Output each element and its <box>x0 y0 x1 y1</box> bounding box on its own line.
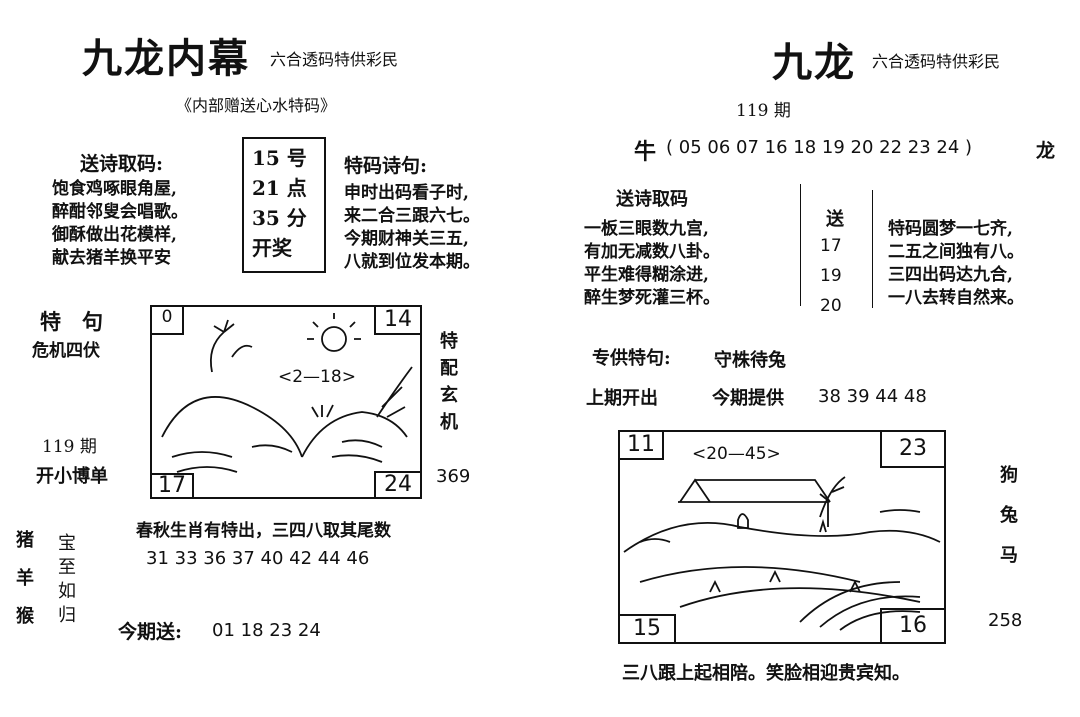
poem-line: 醉生梦死灌三杯。 <box>584 288 720 308</box>
right-provide-numbers: 38 39 44 48 <box>818 386 927 407</box>
right-poem-label: 送诗取码 <box>616 189 688 210</box>
right-niu: 牛 <box>634 139 657 165</box>
right-title: 九龙 <box>772 39 856 86</box>
left-today-numbers: 01 18 23 24 <box>212 620 321 641</box>
right-pic-corner-br: 16 <box>880 608 944 642</box>
send-number: 17 <box>820 236 842 256</box>
zodiac-item: 猪 <box>16 530 34 551</box>
left-numbers: 31 33 36 37 40 42 44 46 <box>146 548 370 569</box>
left-pic-drawing <box>161 313 413 473</box>
poem-line: 一板三眼数九宫, <box>584 219 709 239</box>
poem-line: 一八去转自然来。 <box>888 288 1024 308</box>
zodiac-item: 羊 <box>16 568 34 589</box>
poem-line: 八就到位发本期。 <box>344 252 480 272</box>
left-poem-label: 送诗取码: <box>80 153 164 175</box>
right-animals-num: 258 <box>988 610 1023 631</box>
zodiac-item: 猴 <box>16 606 34 627</box>
left-period: 119 期 <box>42 437 97 457</box>
send-number: 20 <box>820 296 842 316</box>
right-special-label: 专供特句: <box>592 348 671 369</box>
right-poem-left: 一板三眼数九宫, 有加无减数八卦。 平生难得糊涂进, 醉生梦死灌三杯。 <box>584 218 720 310</box>
left-title: 九龙内幕 <box>82 35 250 82</box>
right-send-numbers: 17 19 20 <box>820 231 842 321</box>
right-special-value: 守株待兔 <box>714 350 786 371</box>
left-poem-left: 饱食鸡啄眼角屋, 醉酣邻叟会唱歌。 御酥做出花模样, 献去猪羊换平安 <box>52 178 188 270</box>
left-pic-corner-tl: 0 <box>152 307 184 335</box>
right-pic-drawing <box>623 476 941 631</box>
animal-item: 狗 <box>1000 465 1018 486</box>
poem-line: 今期财神关三五, <box>344 229 469 249</box>
left-subtitle: 六合透码特供彩民 <box>270 50 399 69</box>
draw-label: 开奖 <box>252 236 292 260</box>
poem-line: 饱食鸡啄眼角屋, <box>52 179 177 199</box>
right-poem-right: 特码圆梦一七齐, 二五之间独有八。 三四出码达九合, 一八去转自然来。 <box>888 218 1024 310</box>
poem-line: 三四出码达九合, <box>888 265 1013 285</box>
left-tepei: 特配玄机 <box>440 331 458 433</box>
animal-item: 兔 <box>1000 505 1018 526</box>
right-animals: 狗 兔 马 <box>998 456 1020 576</box>
right-pic-range: <20—45> <box>692 444 781 464</box>
right-divider-left <box>800 184 801 306</box>
right-bottom-line: 三八跟上起相陪。笑脸相迎贵宾知。 <box>622 663 910 684</box>
right-period: 119 期 <box>736 101 791 121</box>
left-poem-right: 申时出码看子时, 来二合三跟六七。 今期财神关三五, 八就到位发本期。 <box>344 182 480 274</box>
send-number: 19 <box>820 266 842 286</box>
right-pic-corner-tl: 11 <box>620 432 664 460</box>
poem-line: 醉酣邻叟会唱歌。 <box>52 202 188 222</box>
left-internal-note: 《内部赠送心水特码》 <box>176 96 337 115</box>
poem-line: 二五之间独有八。 <box>888 242 1024 262</box>
draw-time-text: 15 号 21 点 35 分 开奖 <box>252 143 307 263</box>
right-subtitle: 六合透码特供彩民 <box>872 52 1001 71</box>
left-tepei-num: 369 <box>436 466 471 487</box>
right-pic-corner-bl: 15 <box>620 614 676 642</box>
left-tema-label: 特码诗句: <box>344 155 428 177</box>
left-pic-range: <2—18> <box>278 367 356 387</box>
left-spring-line: 春秋生肖有特出，三四八取其尾数 <box>136 521 391 541</box>
left-pic-corner-tr: 14 <box>374 307 420 335</box>
left-treasure: 宝至如归 <box>58 533 76 626</box>
right-divider-right <box>872 190 873 308</box>
left-pic-corner-br: 24 <box>374 471 420 497</box>
draw-hour: 21 点 <box>252 176 307 200</box>
left-teju-label: 特 句 <box>40 309 103 334</box>
right-provide-label: 今期提供 <box>712 388 784 409</box>
left-today-label: 今期送: <box>118 621 183 643</box>
right-pic-corner-tr: 23 <box>880 432 944 468</box>
animal-item: 马 <box>1000 545 1018 566</box>
poem-line: 特码圆梦一七齐, <box>888 219 1013 239</box>
draw-number: 15 号 <box>252 146 307 170</box>
right-picture: 11 23 15 16 <20—45> <box>618 430 946 644</box>
left-pic-corner-bl: 17 <box>152 473 194 497</box>
draw-time-box <box>242 137 326 273</box>
left-kai: 开小博单 <box>36 466 108 487</box>
poem-line: 御酥做出花模样, <box>52 225 177 245</box>
right-niu-numbers: ( 05 06 07 16 18 19 20 22 23 24 ) <box>666 137 973 158</box>
left-teju-value: 危机四伏 <box>32 341 100 361</box>
draw-minute: 35 分 <box>252 206 307 230</box>
right-last-label: 上期开出 <box>586 388 658 409</box>
left-zodiac: 猪 羊 猴 <box>14 522 36 636</box>
poem-line: 献去猪羊换平安 <box>52 248 171 268</box>
right-send-label: 送 <box>826 209 844 230</box>
left-picture: 0 14 17 24 <2—18> <box>150 305 422 499</box>
poem-line: 平生难得糊涂进, <box>584 265 709 285</box>
poem-line: 有加无减数八卦。 <box>584 242 720 262</box>
right-long: 龙 <box>1036 140 1056 162</box>
poem-line: 来二合三跟六七。 <box>344 206 480 226</box>
poem-line: 申时出码看子时, <box>344 183 469 203</box>
